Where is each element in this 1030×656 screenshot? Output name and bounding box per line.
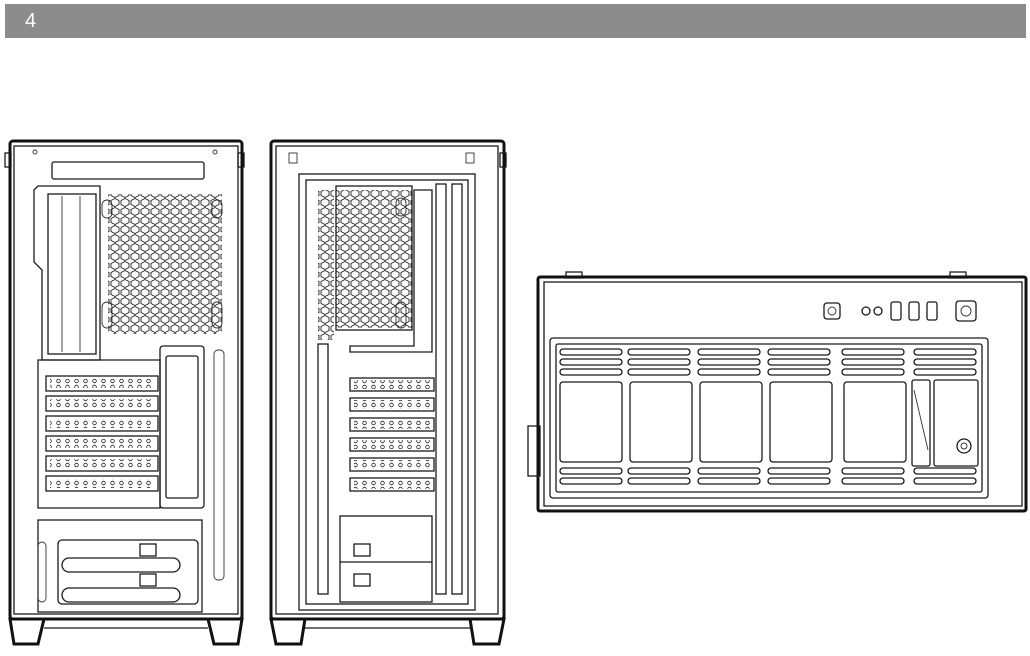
page-header-bar: 4 — [5, 4, 1026, 38]
top-io-view-drawing — [527, 271, 1028, 513]
page-number: 4 — [25, 10, 37, 32]
rear-view-drawing — [4, 139, 245, 646]
side-view-drawing — [269, 139, 507, 646]
